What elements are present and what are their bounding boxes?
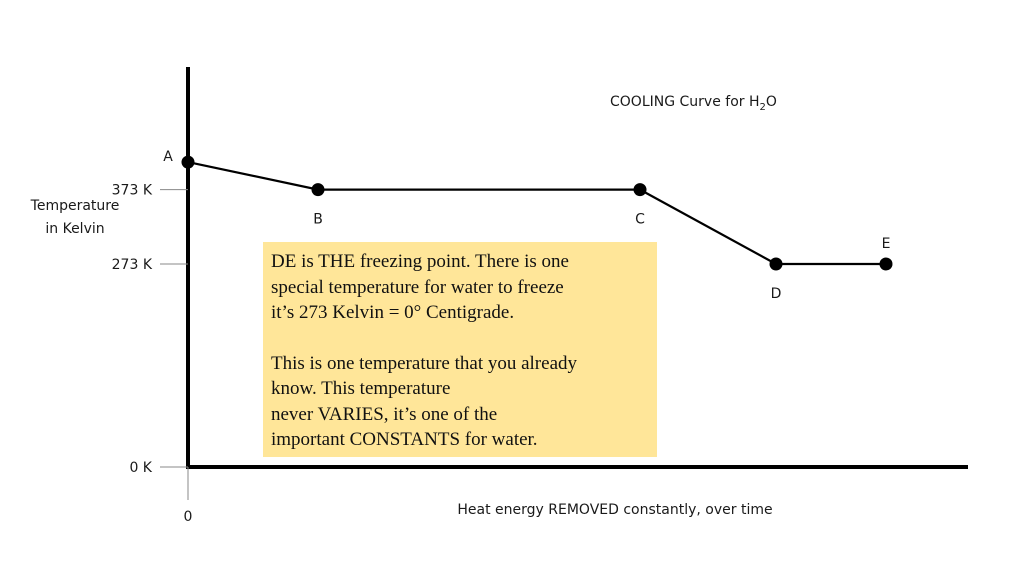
note-line: important CONSTANTS for water.: [271, 429, 538, 450]
note-line: This is one temperature that you already: [271, 352, 578, 374]
point-marker-b: [311, 183, 325, 197]
point-label-e: E: [882, 236, 891, 252]
note-line: it’s 273 Kelvin = 0° Centigrade.: [271, 302, 515, 323]
axes: [186, 67, 968, 469]
note-line: never VARIES, it’s one of the: [271, 403, 498, 425]
ticks: 0 K 273 K 373 K 0: [112, 183, 193, 525]
point-label-b: B: [313, 212, 323, 228]
point-marker-d: [769, 257, 783, 271]
point-marker-a: [181, 155, 195, 169]
note-line: special temperature for water to freeze: [271, 276, 564, 298]
point-marker-c: [633, 183, 647, 197]
freezing-point-note: DE is THE freezing point. There is one s…: [263, 242, 657, 457]
x-axis-label: Heat energy REMOVED constantly, over tim…: [457, 502, 772, 518]
point-label-d: D: [771, 286, 782, 302]
y-tick-label: 0 K: [129, 460, 152, 476]
point-label-a: A: [163, 149, 173, 165]
x-tick-label: 0: [184, 509, 193, 525]
chart-title: COOLING Curve for H2O: [610, 94, 777, 113]
y-axis-label-line-2: in Kelvin: [45, 221, 104, 237]
y-tick-label: 273 K: [112, 257, 153, 273]
note-line: know. This temperature: [271, 378, 451, 399]
y-axis-label-line-1: Temperature: [30, 198, 120, 214]
markers: A B C D E: [163, 149, 893, 302]
point-marker-e: [879, 257, 893, 271]
note-line: DE is THE freezing point. There is one: [271, 251, 569, 272]
point-label-c: C: [635, 212, 645, 228]
y-tick-label: 373 K: [112, 183, 153, 199]
